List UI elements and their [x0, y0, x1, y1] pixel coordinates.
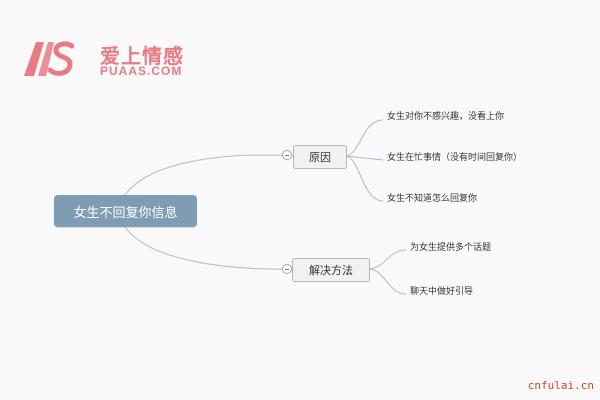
connector-solution-leaf-2: [367, 268, 407, 295]
brand-domain: PUAAS.COM: [100, 64, 183, 78]
connector-root-to-solution: [124, 226, 293, 270]
branch-node-solution[interactable]: 解决方法: [292, 258, 370, 282]
leaf-node-solution-2[interactable]: 聊天中做好引导: [410, 287, 474, 297]
site-watermark: cnfulai.cn: [527, 379, 594, 392]
leaf-node-reason-3[interactable]: 女生不知道怎么回复你: [387, 194, 478, 204]
brand-name-cn: 爱上情感: [100, 44, 184, 68]
brand-logo: 爱上情感 PUAAS.COM: [22, 40, 183, 80]
connector-reason-leaf-2: [344, 155, 384, 161]
leaf-node-reason-1[interactable]: 女生对你不感兴趣，没看上你: [387, 112, 505, 122]
branch-node-reason[interactable]: 原因: [293, 145, 347, 169]
leaf-node-solution-1[interactable]: 为女生提供多个话题: [410, 243, 492, 253]
collapse-toggle-reason[interactable]: [282, 150, 292, 160]
logo-mark-icon: [24, 41, 74, 76]
connector-reason-leaf-3: [344, 155, 384, 202]
connector-root-to-reason: [124, 154, 294, 196]
leaf-node-reason-2[interactable]: 女生在忙事情（没有时间回复你）: [387, 153, 523, 163]
mindmap-root-node[interactable]: 女生不回复你信息: [54, 195, 197, 227]
connector-solution-leaf-1: [367, 249, 407, 270]
collapse-toggle-solution[interactable]: [282, 264, 292, 274]
connector-reason-leaf-1: [344, 119, 384, 157]
